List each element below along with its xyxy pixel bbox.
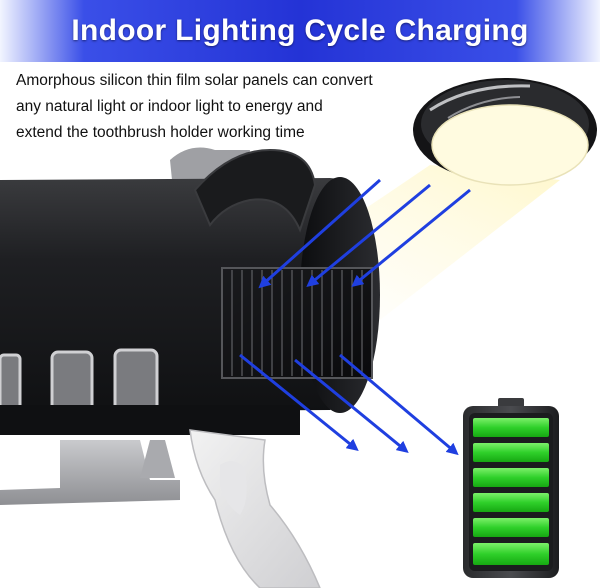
description-line-1: Amorphous silicon thin film solar panels… xyxy=(16,72,373,89)
body-bottom-lip xyxy=(0,405,300,435)
light-arrows xyxy=(258,178,471,289)
energy-arrows xyxy=(239,353,459,456)
white-handle xyxy=(189,429,321,588)
battery-cell-1 xyxy=(473,418,549,437)
battery-cell-4 xyxy=(473,493,549,512)
description-line-3: extend the toothbrush holder working tim… xyxy=(16,124,305,141)
description-text: Amorphous silicon thin film solar panels… xyxy=(16,68,436,146)
battery-cell-6 xyxy=(473,543,549,565)
banner-title: Indoor Lighting Cycle Charging xyxy=(71,14,529,47)
grey-stand xyxy=(0,440,180,505)
battery-cell-5 xyxy=(473,518,549,537)
battery-cell-3 xyxy=(473,468,549,487)
white-handle-cutout xyxy=(220,461,247,515)
grey-clip xyxy=(140,440,175,478)
battery-cell-2 xyxy=(473,443,549,462)
description-line-2: any natural light or indoor light to ene… xyxy=(16,98,323,115)
ceiling-lamp-icon xyxy=(413,78,597,186)
title-banner: Indoor Lighting Cycle Charging xyxy=(0,0,600,62)
battery-icon xyxy=(463,398,559,578)
top-lever xyxy=(193,148,317,233)
